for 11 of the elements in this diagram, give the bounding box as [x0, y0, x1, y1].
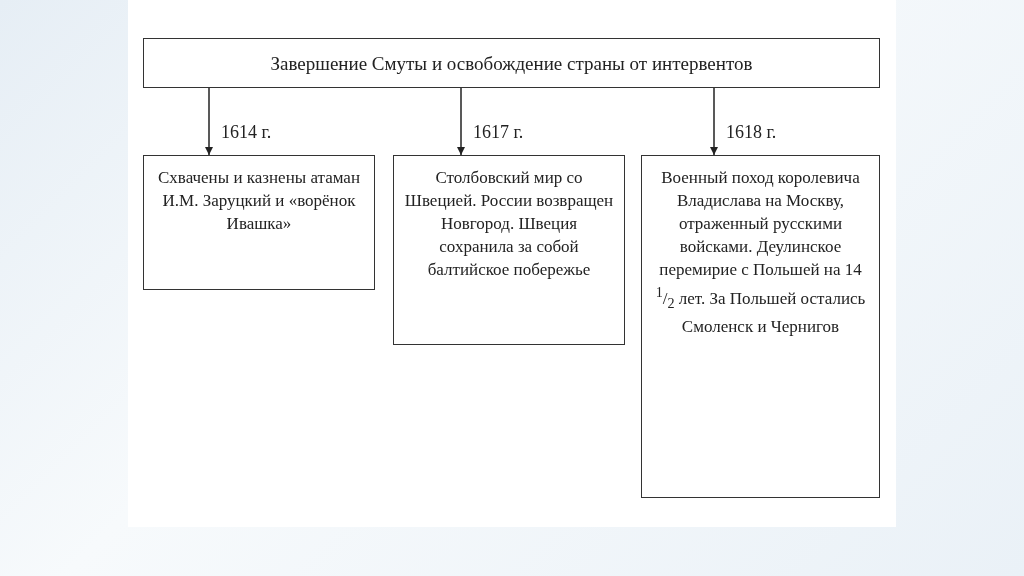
arrow	[457, 87, 465, 156]
event-box	[143, 155, 375, 290]
event-text: Военный поход королевича Владислава на Москву, отраженный русскими войсками. Деулинское перемирие с Польшей на 14 $^{1}$/$_{2}$ лет. За Польшей остались Смоленск и Чернигов	[654, 167, 867, 339]
arrow	[205, 87, 213, 156]
event-box	[641, 155, 880, 498]
arrow	[710, 87, 718, 156]
heading-text: Завершение Смуты и освобождение страны от интервентов	[270, 51, 753, 75]
event-box	[393, 155, 625, 345]
event-text: Схвачены и казнены атаман И.М. Заруцкий и «ворёнок Ивашка»	[157, 167, 361, 235]
event-text: Столбовский мир со Швецией. России возвращен Новгород. Швеция сохранила за собой балтийское побережье	[403, 167, 615, 281]
heading-box	[143, 38, 880, 88]
